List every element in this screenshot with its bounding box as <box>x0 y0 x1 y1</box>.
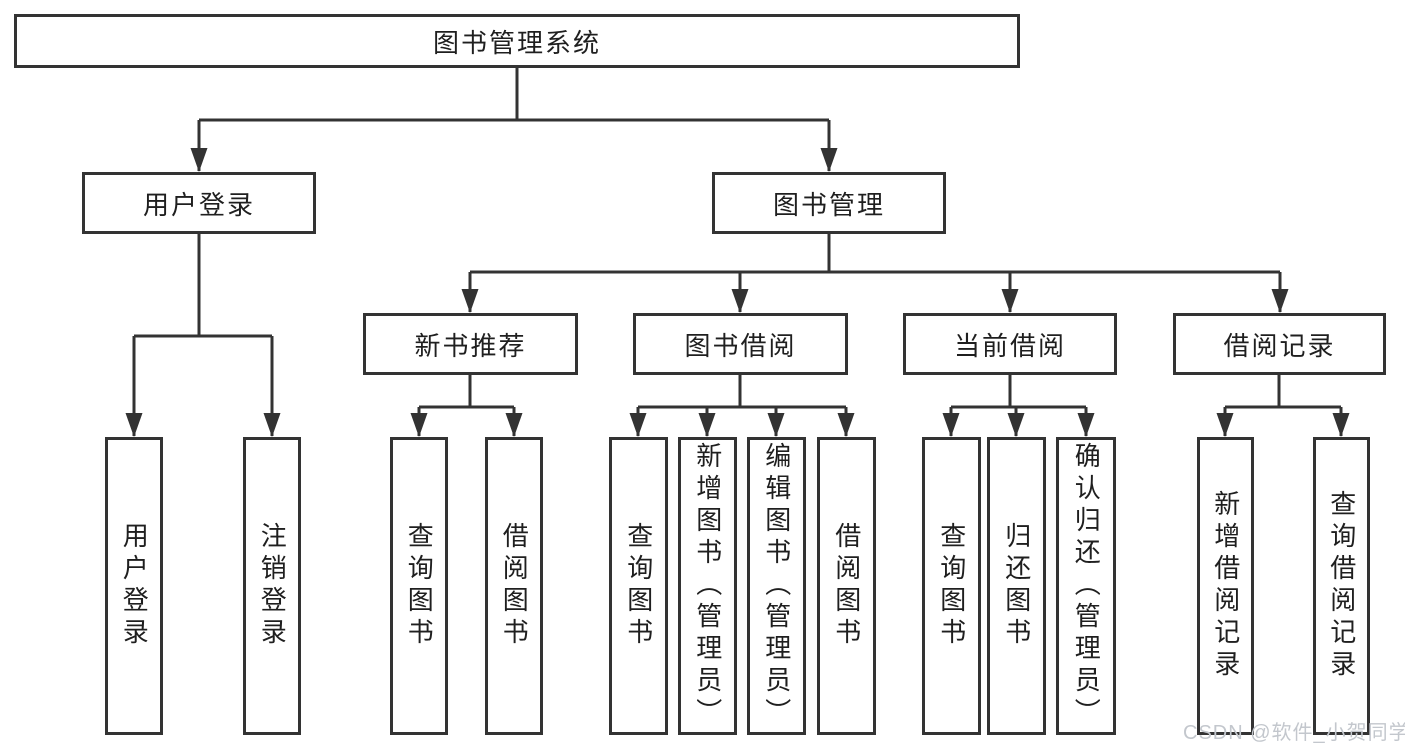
node-label: 图书借阅 <box>684 330 797 361</box>
node-label: 用户登录 <box>142 189 255 220</box>
node-label: 新增借阅记录 <box>1210 490 1241 682</box>
connector-borrow-records-stem <box>1223 375 1343 436</box>
node-label: 图书管理 <box>772 189 885 220</box>
node-label: 新书推荐 <box>414 330 527 361</box>
connector-new-book-recommend-to-leaves <box>410 375 523 437</box>
node-label: 确认归还（管理员） <box>1071 442 1102 730</box>
node-label: 查询图书 <box>404 522 435 650</box>
connector-root-stem <box>197 68 831 171</box>
node-label: 编辑图书（管理员） <box>761 442 792 730</box>
connector-current-borrow-to-leaves <box>942 375 1095 437</box>
node-label: 归还图书 <box>1001 522 1032 650</box>
node-label: 借阅记录 <box>1223 330 1336 361</box>
node-book-borrow: 图书借阅 <box>633 313 848 375</box>
leaf-confirm-return-admin: 确认归还（管理员） <box>1056 437 1116 735</box>
leaf-add-book-admin: 新增图书（管理员） <box>678 437 737 735</box>
node-user-login: 用户登录 <box>82 172 316 234</box>
arrowhead <box>461 289 1289 313</box>
leaf-add-borrow-record: 新增借阅记录 <box>1197 437 1254 735</box>
node-label: 借阅图书 <box>499 522 530 650</box>
connector-new-book-recommend-stem <box>417 375 516 436</box>
leaf-query-book-newbook: 查询图书 <box>390 437 448 735</box>
leaf-user-login: 用户登录 <box>105 437 163 735</box>
leaf-query-borrow-record: 查询借阅记录 <box>1313 437 1370 735</box>
watermark: CSDN @软件_小贺同学 <box>1183 722 1405 744</box>
node-new-book-recommend: 新书推荐 <box>363 313 578 375</box>
node-label: 查询图书 <box>936 522 967 650</box>
node-book-management: 图书管理 <box>712 172 946 234</box>
arrowhead <box>190 148 838 172</box>
leaf-logout-login: 注销登录 <box>243 437 301 735</box>
node-label: 当前借阅 <box>953 330 1066 361</box>
leaf-borrow-book-newbook: 借阅图书 <box>485 437 543 735</box>
connector-book-management-stem <box>468 234 1282 312</box>
leaf-borrow-book: 借阅图书 <box>817 437 876 735</box>
connector-borrow-records-to-leaves <box>1216 375 1350 437</box>
node-borrow-records: 借阅记录 <box>1173 313 1386 375</box>
connector-book-management-to-level3 <box>461 234 1289 313</box>
node-label: 用户登录 <box>119 522 150 650</box>
node-label: 新增图书（管理员） <box>692 442 723 730</box>
connector-book-borrow-to-leaves <box>629 375 855 437</box>
connector-user-login-stem <box>132 234 274 436</box>
leaf-query-book-borrow: 查询图书 <box>609 437 668 735</box>
arrowhead <box>1216 413 1350 437</box>
arrowhead <box>942 413 1095 437</box>
connector-root-to-level2 <box>190 68 838 172</box>
leaf-return-book: 归还图书 <box>987 437 1046 735</box>
connector-user-login-to-leaves <box>125 234 281 437</box>
node-root-system: 图书管理系统 <box>14 14 1020 68</box>
leaf-query-book-current: 查询图书 <box>922 437 981 735</box>
connector-book-borrow-stem <box>636 375 848 436</box>
node-label: 图书管理系统 <box>432 27 601 58</box>
leaf-edit-book-admin: 编辑图书（管理员） <box>747 437 806 735</box>
node-current-borrow: 当前借阅 <box>903 313 1117 375</box>
node-label: 借阅图书 <box>831 522 862 650</box>
node-label: 查询图书 <box>623 522 654 650</box>
arrowhead <box>125 413 281 437</box>
arrowhead <box>410 413 523 437</box>
node-label: 查询借阅记录 <box>1326 490 1357 682</box>
node-label: 注销登录 <box>257 522 288 650</box>
arrowhead <box>629 413 855 437</box>
